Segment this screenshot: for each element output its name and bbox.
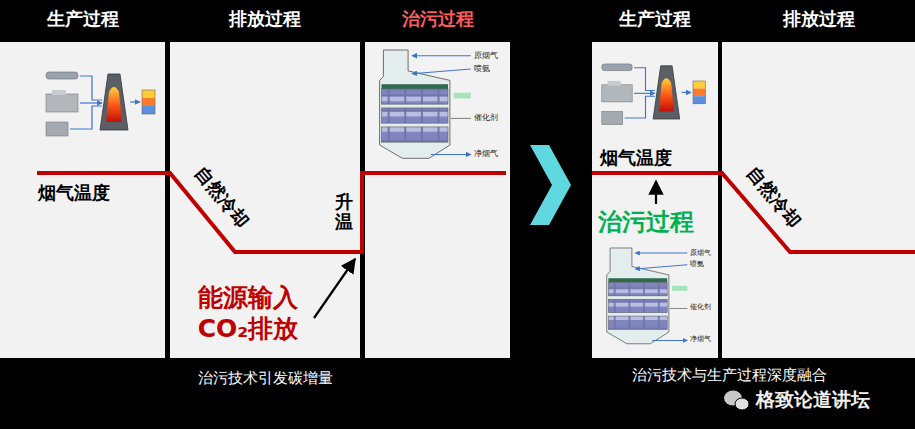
panel-text: 烟气温度 [600, 147, 672, 169]
part-label: 原烟气 [474, 52, 498, 61]
panel: 排放过程自然冷却 [722, 42, 915, 358]
watermark-icon [735, 398, 749, 410]
transition-chevron [530, 145, 571, 225]
part-label: 喷氨 [474, 65, 490, 74]
temperature-line [37, 173, 506, 252]
watermark: 格致论道讲坛 [756, 389, 870, 410]
part-label: 净烟气 [474, 150, 498, 159]
panel-text: 升温 [335, 192, 353, 232]
panel-text: 能源输入 CO₂排放 [186, 282, 310, 345]
scr-reactor [380, 50, 471, 158]
panel-heading: 治污过程 [365, 8, 510, 30]
panel-ground [722, 42, 915, 358]
panel-heading: 排放过程 [170, 8, 360, 30]
panel-text: 自然冷却 [737, 155, 811, 238]
panel-text: 烟气温度 [38, 182, 110, 204]
panel-ground [170, 42, 360, 358]
part-label: 喷氨 [690, 261, 704, 269]
part-label: 催化剂 [690, 304, 711, 312]
panel-ground [365, 42, 510, 358]
panel-heading: 排放过程 [722, 8, 915, 30]
part-label: 催化剂 [474, 114, 498, 123]
merge-arrow [655, 181, 657, 204]
panel: 生产过程烟气温度 [0, 42, 165, 358]
part-label: 净烟气 [690, 336, 711, 344]
panel-ground [0, 42, 165, 358]
caption: 治污技术与生产过程深度融合 [632, 367, 827, 384]
panel: 治污过程 [365, 42, 510, 358]
panel-heading: 生产过程 [0, 8, 165, 30]
caption: 治污技术引发碳增量 [165, 370, 365, 387]
panel-text: 自然冷却 [185, 155, 259, 238]
scr-reactor [607, 248, 688, 344]
panel-heading: 生产过程 [592, 8, 718, 30]
panel-ground [592, 42, 718, 358]
plant-icon [46, 72, 155, 136]
panel: 排放过程自然冷却升温能源输入 CO₂排放 [170, 42, 360, 358]
heating-arrow [314, 259, 355, 318]
part-label: 原烟气 [690, 250, 711, 258]
plant-icon [602, 64, 706, 125]
panel-text: 治污过程 [598, 208, 694, 237]
